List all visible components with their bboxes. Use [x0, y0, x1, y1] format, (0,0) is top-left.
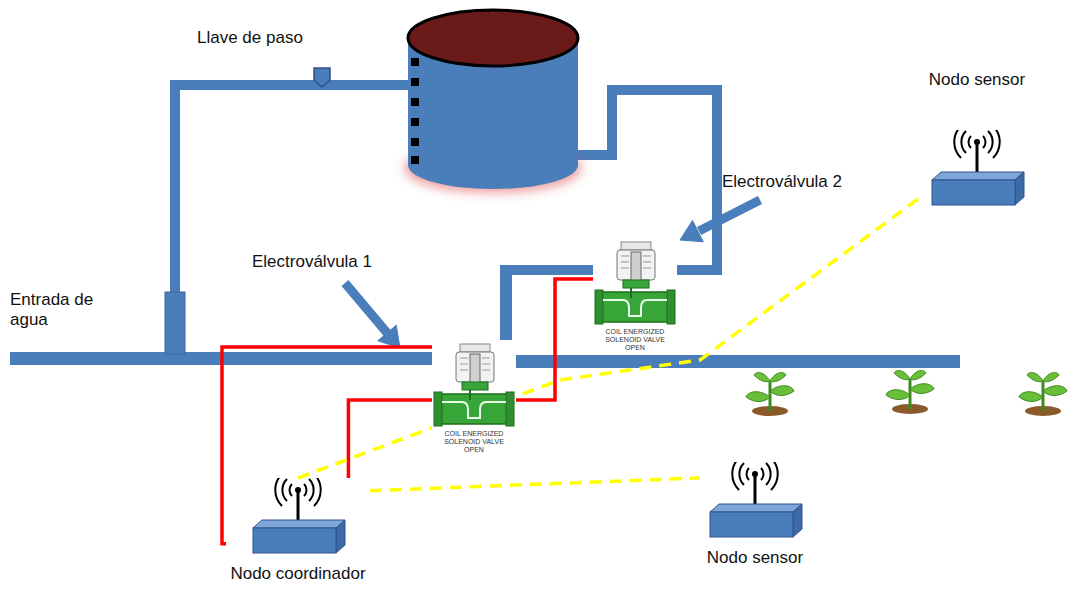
node-label: Nodo sensor — [922, 70, 1032, 90]
solenoid-valve: COIL ENERGIZED SOLENOID VALVE OPEN — [593, 238, 677, 355]
plant — [886, 371, 934, 414]
main-pipe — [500, 355, 960, 368]
outlet-pipe — [712, 85, 722, 275]
return-pipe — [500, 265, 596, 275]
valve-picture — [593, 238, 677, 328]
node-label: Nodo sensor — [700, 548, 810, 568]
branch-pipe — [170, 80, 412, 90]
plant — [746, 373, 794, 416]
valve-caption: COIL ENERGIZED SOLENOID VALVE OPEN — [593, 328, 677, 352]
valve-caption: COIL ENERGIZED SOLENOID VALVE OPEN — [432, 430, 516, 454]
control-wire — [348, 279, 593, 478]
solenoid-valve: COIL ENERGIZED SOLENOID VALVE OPEN — [432, 340, 516, 457]
coordinator-node: Nodo coordinador — [226, 478, 370, 584]
outlet-pipe — [607, 85, 722, 95]
outlet-pipe — [607, 85, 617, 160]
control-wire — [222, 347, 432, 544]
device-icon — [705, 462, 805, 542]
wireless-link — [370, 478, 700, 491]
device-icon — [927, 130, 1027, 210]
callout-label: Electroválvula 2 — [722, 172, 842, 192]
callout-arrow — [345, 283, 400, 348]
valve-label: Llave de paso — [197, 28, 303, 48]
stop-valve-symbol — [314, 68, 330, 87]
tee-fitting — [165, 292, 185, 354]
wireless-link — [298, 196, 922, 478]
valve-picture — [432, 340, 516, 430]
plant — [1019, 373, 1067, 416]
tank-level-marks — [411, 58, 419, 164]
inlet-label: Entrada de agua — [10, 290, 102, 330]
callout-label: Electroválvula 1 — [252, 252, 372, 272]
node-label: Nodo coordinador — [226, 564, 370, 584]
outlet-pipe — [672, 265, 722, 275]
water-tank — [408, 141, 578, 189]
device-icon — [248, 478, 348, 558]
sensor-node: Nodo sensor — [922, 70, 1032, 210]
callout-arrow — [680, 200, 760, 242]
tank-top — [408, 10, 578, 66]
sensor-node: Nodo sensor — [700, 462, 810, 568]
